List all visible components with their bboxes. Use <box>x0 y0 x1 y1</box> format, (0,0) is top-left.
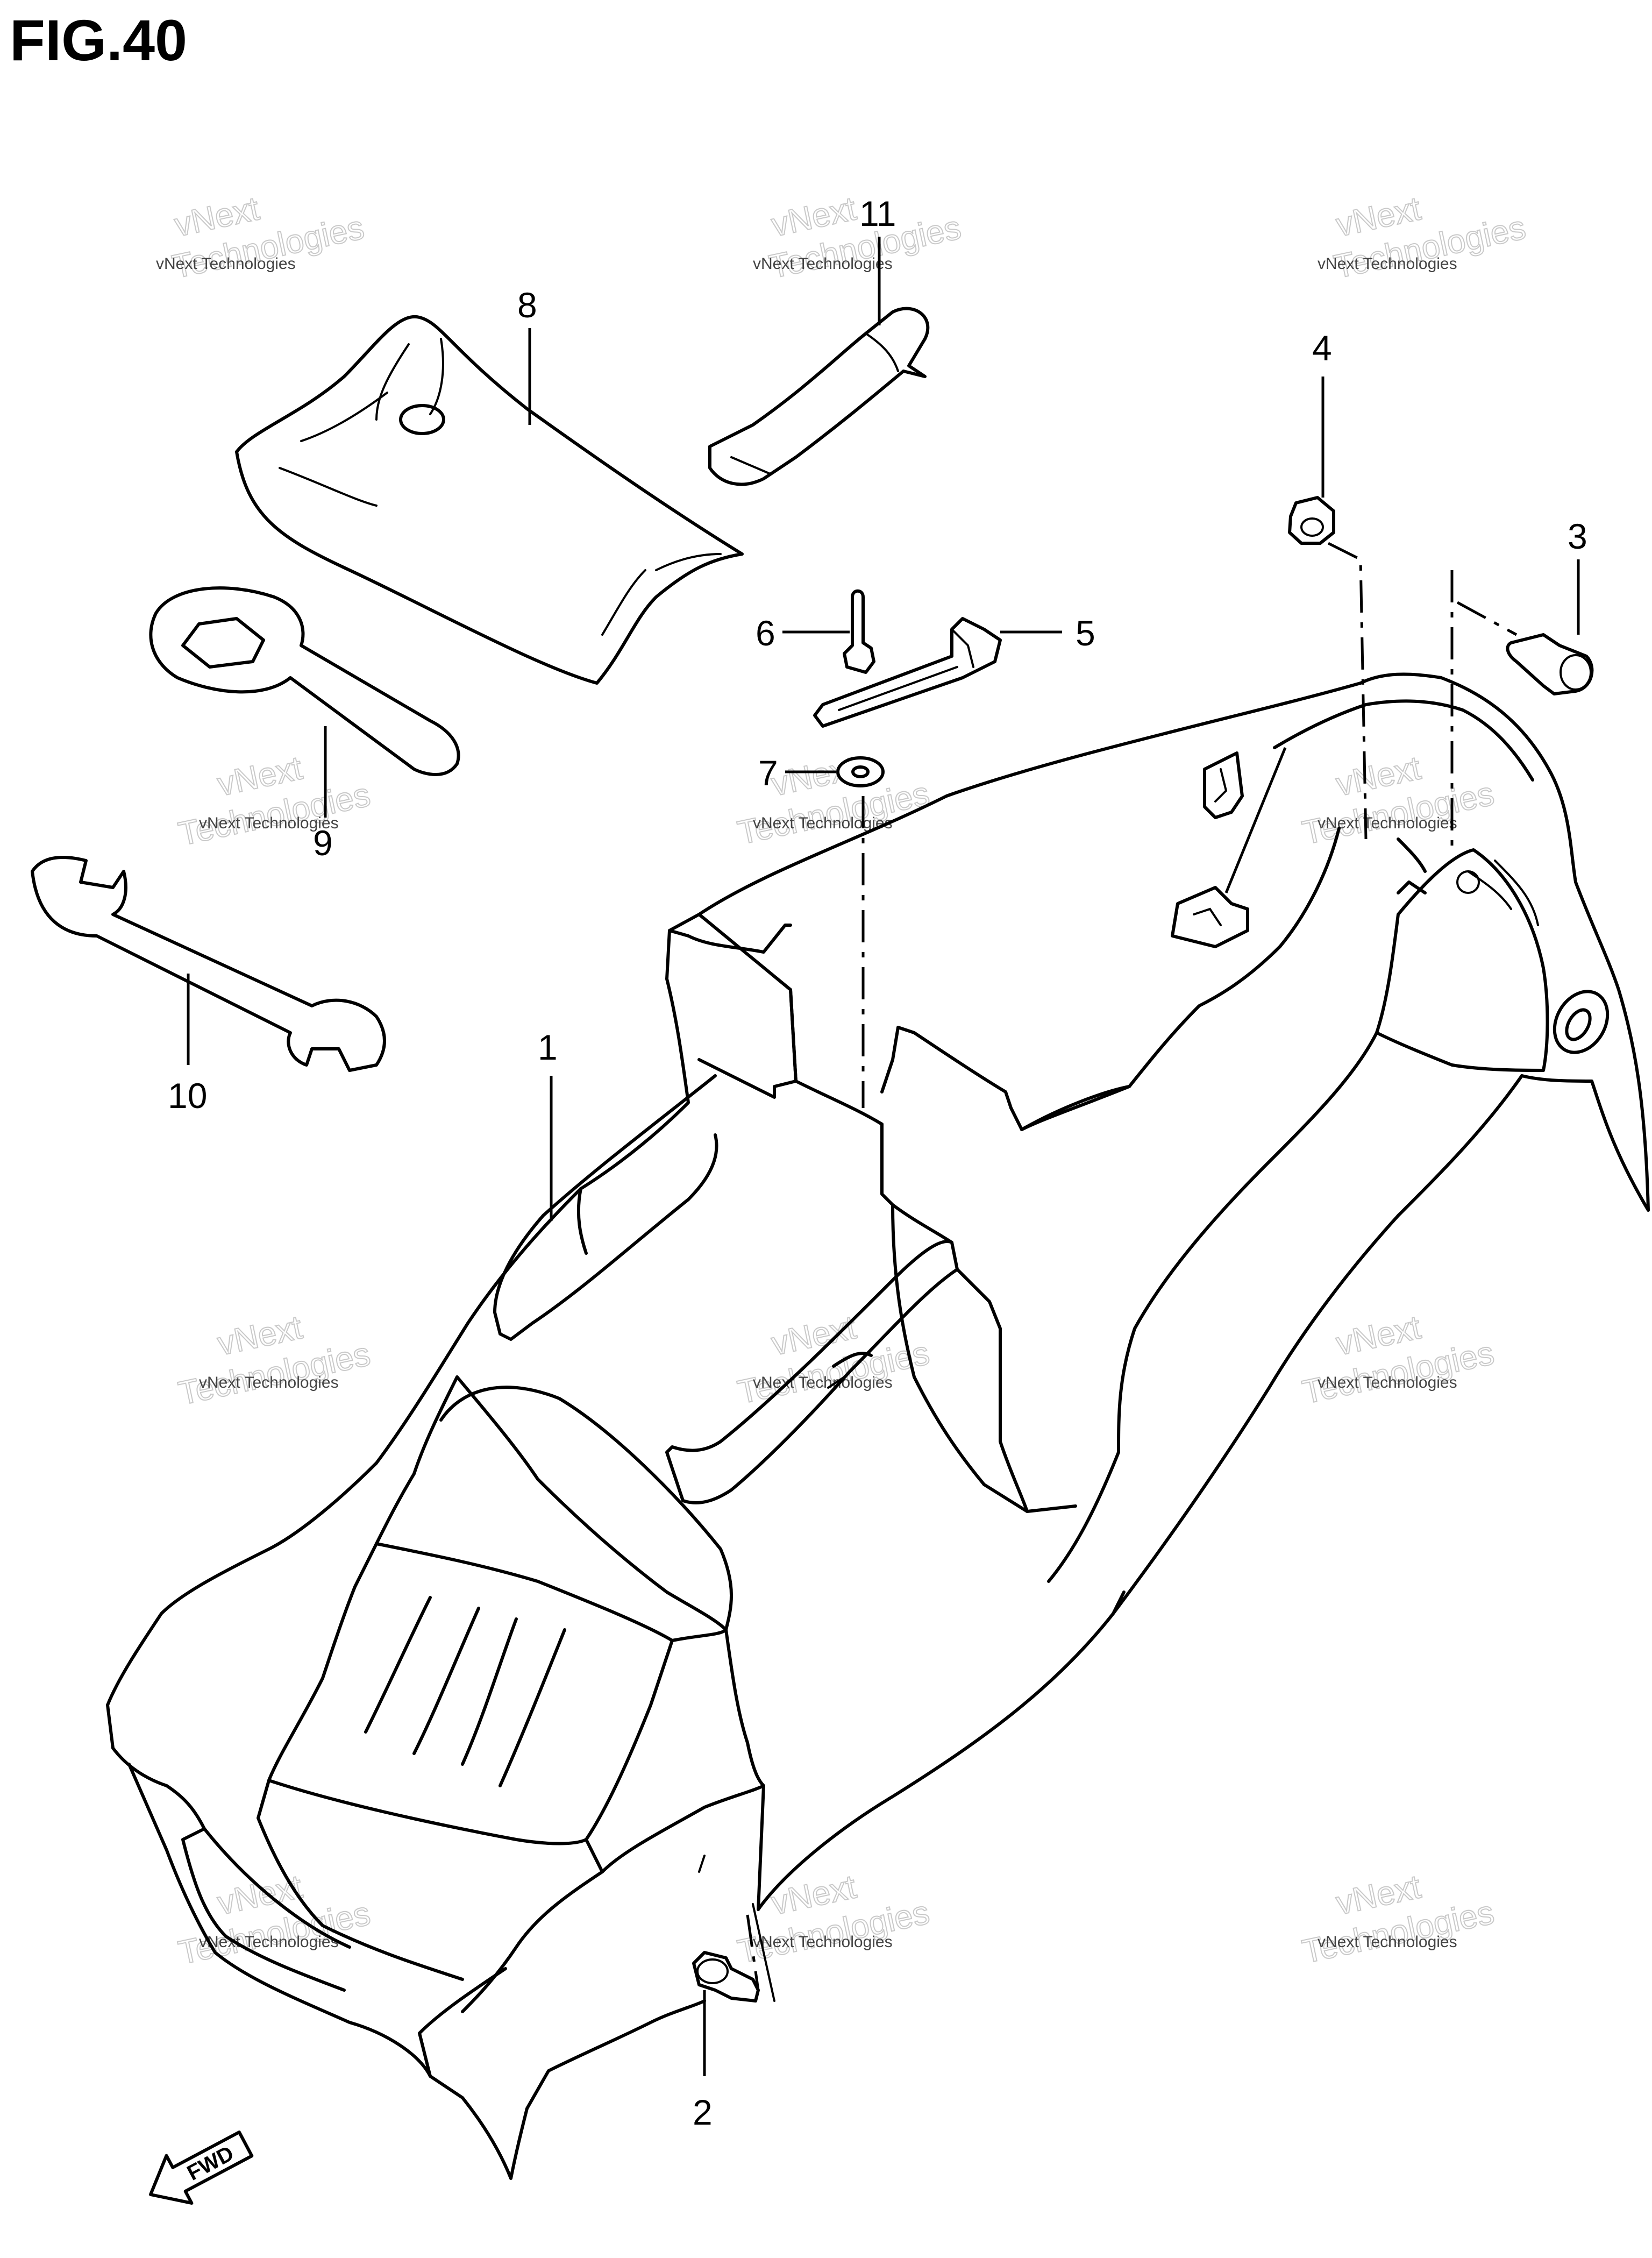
svg-text:vNext Technologies: vNext Technologies <box>753 255 893 273</box>
nut-part-4[interactable] <box>1288 496 1335 545</box>
svg-text:vNext Technologies: vNext Technologies <box>199 1933 339 1951</box>
svg-text:vNext Technologies: vNext Technologies <box>199 1374 339 1391</box>
rear-fender-part-1[interactable] <box>106 672 1650 2180</box>
callout-4: 4 <box>1312 328 1332 368</box>
watermark: vNext Technologies vNext Technologies <box>753 189 965 286</box>
svg-text:vNext Technologies: vNext Technologies <box>199 814 339 832</box>
tool-bag-part-8[interactable] <box>235 315 744 685</box>
bracket-part-5[interactable] <box>813 617 1002 728</box>
watermark: vNext Technologies vNext Technologies <box>175 749 374 854</box>
svg-text:vNext Technologies: vNext Technologies <box>1318 814 1457 832</box>
watermark: vNext Technologies vNext Technologies <box>1299 749 1498 852</box>
washer-part-7[interactable] <box>836 756 885 787</box>
svg-text:vNext Technologies: vNext Technologies <box>1318 1933 1457 1951</box>
svg-text:vNext Technologies: vNext Technologies <box>1318 1374 1457 1391</box>
svg-text:vNext Technologies: vNext Technologies <box>156 255 296 273</box>
svg-text:vNext Technologies: vNext Technologies <box>753 1933 893 1951</box>
fwd-arrow-icon: FWD <box>149 2131 254 2205</box>
watermark: vNext Technologies vNext Technologies <box>1299 1868 1498 1971</box>
callout-11: 11 <box>859 194 896 233</box>
watermark: vNext Technologies vNext Technologies <box>156 189 368 286</box>
watermark: vNext Technologies vNext Technologies <box>175 1308 374 1413</box>
callout-10: 10 <box>168 1076 207 1116</box>
bolt-part-6[interactable] <box>843 589 875 674</box>
watermark: vNext Technologies vNext Technologies <box>175 1868 374 1972</box>
figure-title: FIG.40 <box>10 8 187 73</box>
callout-5: 5 <box>1076 613 1095 653</box>
leader-lines <box>187 237 1580 2076</box>
callout-3: 3 <box>1568 516 1587 556</box>
watermark: vNext Technologies vNext Technologies <box>1299 1308 1498 1411</box>
callout-8: 8 <box>517 285 537 325</box>
watermark: vNext Technologies vNext Technologies <box>1318 189 1529 286</box>
box-wrench-part-9[interactable] <box>149 586 460 776</box>
strap-part-11[interactable] <box>708 307 930 486</box>
open-wrench-part-10[interactable] <box>31 856 386 1072</box>
flange-bolt-part-3[interactable] <box>1506 633 1594 695</box>
callout-2: 2 <box>693 2092 713 2132</box>
assembly-lines <box>746 542 1518 1991</box>
svg-text:vNext Technologies: vNext Technologies <box>753 814 893 832</box>
svg-text:vNext Technologies: vNext Technologies <box>1318 255 1457 273</box>
callout-6: 6 <box>756 613 775 653</box>
svg-text:vNext Technologies: vNext Technologies <box>753 1374 893 1391</box>
callout-9: 9 <box>313 823 333 863</box>
callout-1: 1 <box>538 1027 558 1067</box>
callout-7: 7 <box>758 753 778 793</box>
callout-labels: 1 2 3 4 5 6 7 8 9 10 11 <box>168 194 1587 2132</box>
